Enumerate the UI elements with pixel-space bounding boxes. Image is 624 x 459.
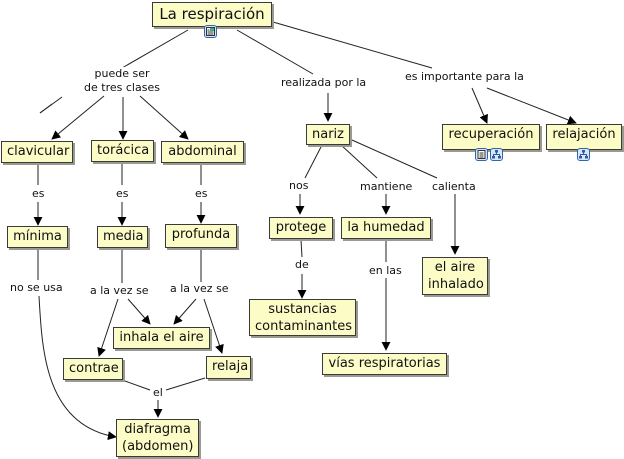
link-line: [351, 139, 438, 179]
concept-contrae[interactable]: contrae: [63, 358, 123, 380]
concept-media[interactable]: media: [97, 226, 148, 248]
link-phrase-line: puede ser: [94, 67, 150, 80]
concept-label: torácica: [97, 143, 150, 158]
link-line: [300, 239, 303, 258]
concept-map-icon[interactable]: [577, 148, 590, 161]
arrow-to-inhala-2: [173, 298, 197, 325]
concept-label-line-2: inhalado: [428, 277, 484, 292]
concept-map-icon[interactable]: [490, 148, 503, 161]
link-line: [272, 21, 433, 69]
link-line: [340, 144, 378, 179]
link-line: [165, 377, 206, 391]
link-phrase-a-la-vez-se: a la vez se: [90, 284, 149, 298]
concept-profunda[interactable]: profunda: [165, 224, 237, 248]
link-phrase-nos: nos: [289, 179, 309, 193]
concept-la-respiracion[interactable]: La respiración: [152, 2, 272, 27]
link-phrase-es: es: [32, 187, 45, 201]
concept-label: profunda: [171, 227, 231, 242]
link-phrase-es-importante-para-la: es importante para la: [405, 70, 524, 84]
concept-label: recuperación: [448, 127, 534, 142]
concept-abdominal[interactable]: abdominal: [161, 141, 244, 163]
link-phrase-no-se-usa: no se usa: [10, 281, 63, 295]
concept-inhala-el-aire[interactable]: inhala el aire: [113, 327, 210, 349]
concept-label: relajación: [552, 127, 616, 142]
link-phrase-en-las: en las: [369, 264, 402, 278]
link-line: [304, 144, 323, 179]
concept-label: vías respiratorias: [328, 356, 441, 371]
concept-protege[interactable]: protege: [269, 217, 333, 239]
concept-label-line-1: diafragma: [124, 422, 191, 437]
concept-label: contrae: [69, 361, 119, 376]
link-phrase-puede-ser: puede ser de tres clases: [78, 67, 166, 95]
concept-el-aire-inhalado[interactable]: el aire inhalado: [422, 257, 488, 295]
link-line: [236, 29, 314, 75]
concept-toracica[interactable]: torácica: [91, 140, 154, 162]
concept-label: relaja: [212, 359, 249, 374]
link-line: [39, 103, 53, 114]
concept-label-line-1: el aire: [434, 260, 476, 275]
concept-label: clavicular: [7, 144, 70, 159]
concept-label: mínima: [13, 229, 62, 244]
text-document-icon[interactable]: [475, 148, 488, 161]
concept-vias-respiratorias[interactable]: vías respiratorias: [322, 353, 447, 375]
concept-relajacion[interactable]: relajación: [546, 124, 622, 150]
link-phrase-es: es: [116, 187, 129, 201]
link-phrase-mantiene: mantiene: [360, 180, 413, 194]
concept-label: La respiración: [159, 5, 265, 23]
arrow-to-contrae: [97, 298, 119, 357]
link-phrase-line: de tres clases: [84, 81, 160, 94]
image-document-icon[interactable]: [204, 25, 217, 38]
arrow-to-clavicular: [51, 95, 105, 140]
concept-minima[interactable]: mínima: [7, 226, 68, 248]
concept-label: abdominal: [168, 144, 237, 159]
concept-label-line-2: (abdomen): [122, 439, 194, 454]
concept-relaja[interactable]: relaja: [206, 356, 251, 379]
concept-recuperacion[interactable]: recuperación: [442, 124, 540, 150]
arrow-to-abdominal: [139, 95, 189, 140]
link-phrase-de: de: [295, 258, 309, 272]
concept-label: inhala el aire: [119, 330, 204, 345]
concept-label-line-1: sustancias: [268, 302, 337, 317]
concept-nariz[interactable]: nariz: [306, 124, 350, 145]
concept-diafragma[interactable]: diafragma (abdomen): [116, 419, 199, 457]
link-phrase-es: es: [195, 187, 208, 201]
link-phrase-el: el: [153, 386, 163, 400]
arrow-to-relajacion: [486, 87, 577, 125]
concept-label: nariz: [312, 127, 344, 142]
concept-label: la humedad: [347, 220, 425, 235]
arrow-to-relaja: [203, 298, 224, 354]
concept-la-humedad[interactable]: la humedad: [341, 217, 431, 239]
concept-label: media: [103, 229, 144, 244]
arrow-to-recuperacion: [471, 87, 488, 124]
arrow-to-inhala-1: [127, 298, 151, 325]
link-line: [124, 380, 151, 391]
concept-label-line-2: contaminantes: [255, 319, 352, 334]
link-phrase-calienta: calienta: [432, 180, 476, 194]
concept-label: protege: [275, 220, 327, 235]
arrow-to-diafragma-curve: [38, 295, 117, 441]
link-phrase-a-la-vez-se: a la vez se: [170, 282, 229, 296]
concept-clavicular[interactable]: clavicular: [1, 141, 73, 163]
link-line: [121, 29, 189, 69]
concept-sustancias-contaminantes[interactable]: sustancias contaminantes: [249, 299, 356, 336]
link-phrase-realizada-por-la: realizada por la: [281, 76, 367, 90]
